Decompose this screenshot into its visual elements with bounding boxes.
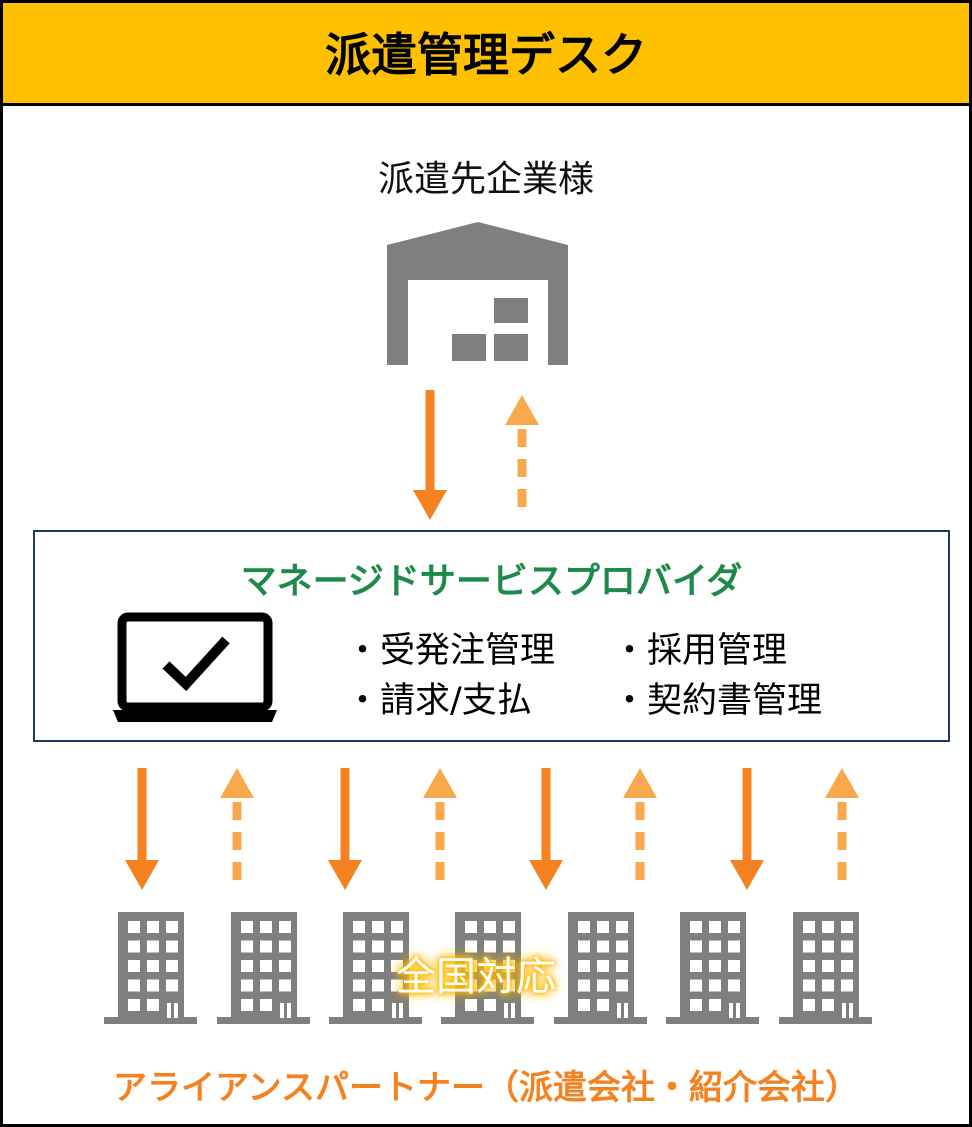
laptop-check-icon — [113, 612, 277, 722]
partner-building-icon — [104, 912, 197, 1024]
arrow-down-icon — [529, 768, 563, 890]
arrow-down-icon — [125, 768, 159, 890]
arrow-down-icon — [730, 768, 764, 890]
arrow-up-dashed-icon — [825, 768, 859, 890]
warehouse-icon — [387, 222, 568, 365]
client-label: 派遣先企業様 — [377, 159, 594, 200]
partner-building-icon — [441, 912, 534, 1024]
msp-box: マネージドサービスプロバイダ — [33, 530, 950, 742]
partner-building-icon — [666, 912, 759, 1024]
arrow-up-dashed-icon — [505, 395, 539, 518]
partner-building-icon — [779, 912, 872, 1024]
arrow-down-icon — [328, 768, 362, 890]
header-banner: 派遣管理デスク — [0, 0, 972, 106]
feature-billing-payment: ・請求/支払 — [345, 681, 532, 721]
partner-building-icon — [554, 912, 647, 1024]
feature-recruitment-management: ・採用管理 — [612, 631, 788, 671]
arrow-up-dashed-icon — [220, 768, 254, 890]
feature-contract-management: ・契約書管理 — [612, 681, 823, 721]
arrow-down-icon — [413, 390, 447, 520]
partner-building-icon — [217, 912, 310, 1024]
arrow-up-dashed-icon — [623, 768, 657, 890]
arrow-up-dashed-icon — [423, 768, 457, 890]
feature-order-management: ・受発注管理 — [345, 631, 556, 671]
page-title: 派遣管理デスク — [325, 27, 647, 82]
nationwide-label: 全国対応 — [396, 954, 556, 1000]
partner-building-icon — [329, 912, 422, 1024]
partners-label: アライアンスパートナー（派遣会社・紹介会社） — [113, 1068, 859, 1108]
msp-title: マネージドサービスプロバイダ — [240, 561, 743, 602]
